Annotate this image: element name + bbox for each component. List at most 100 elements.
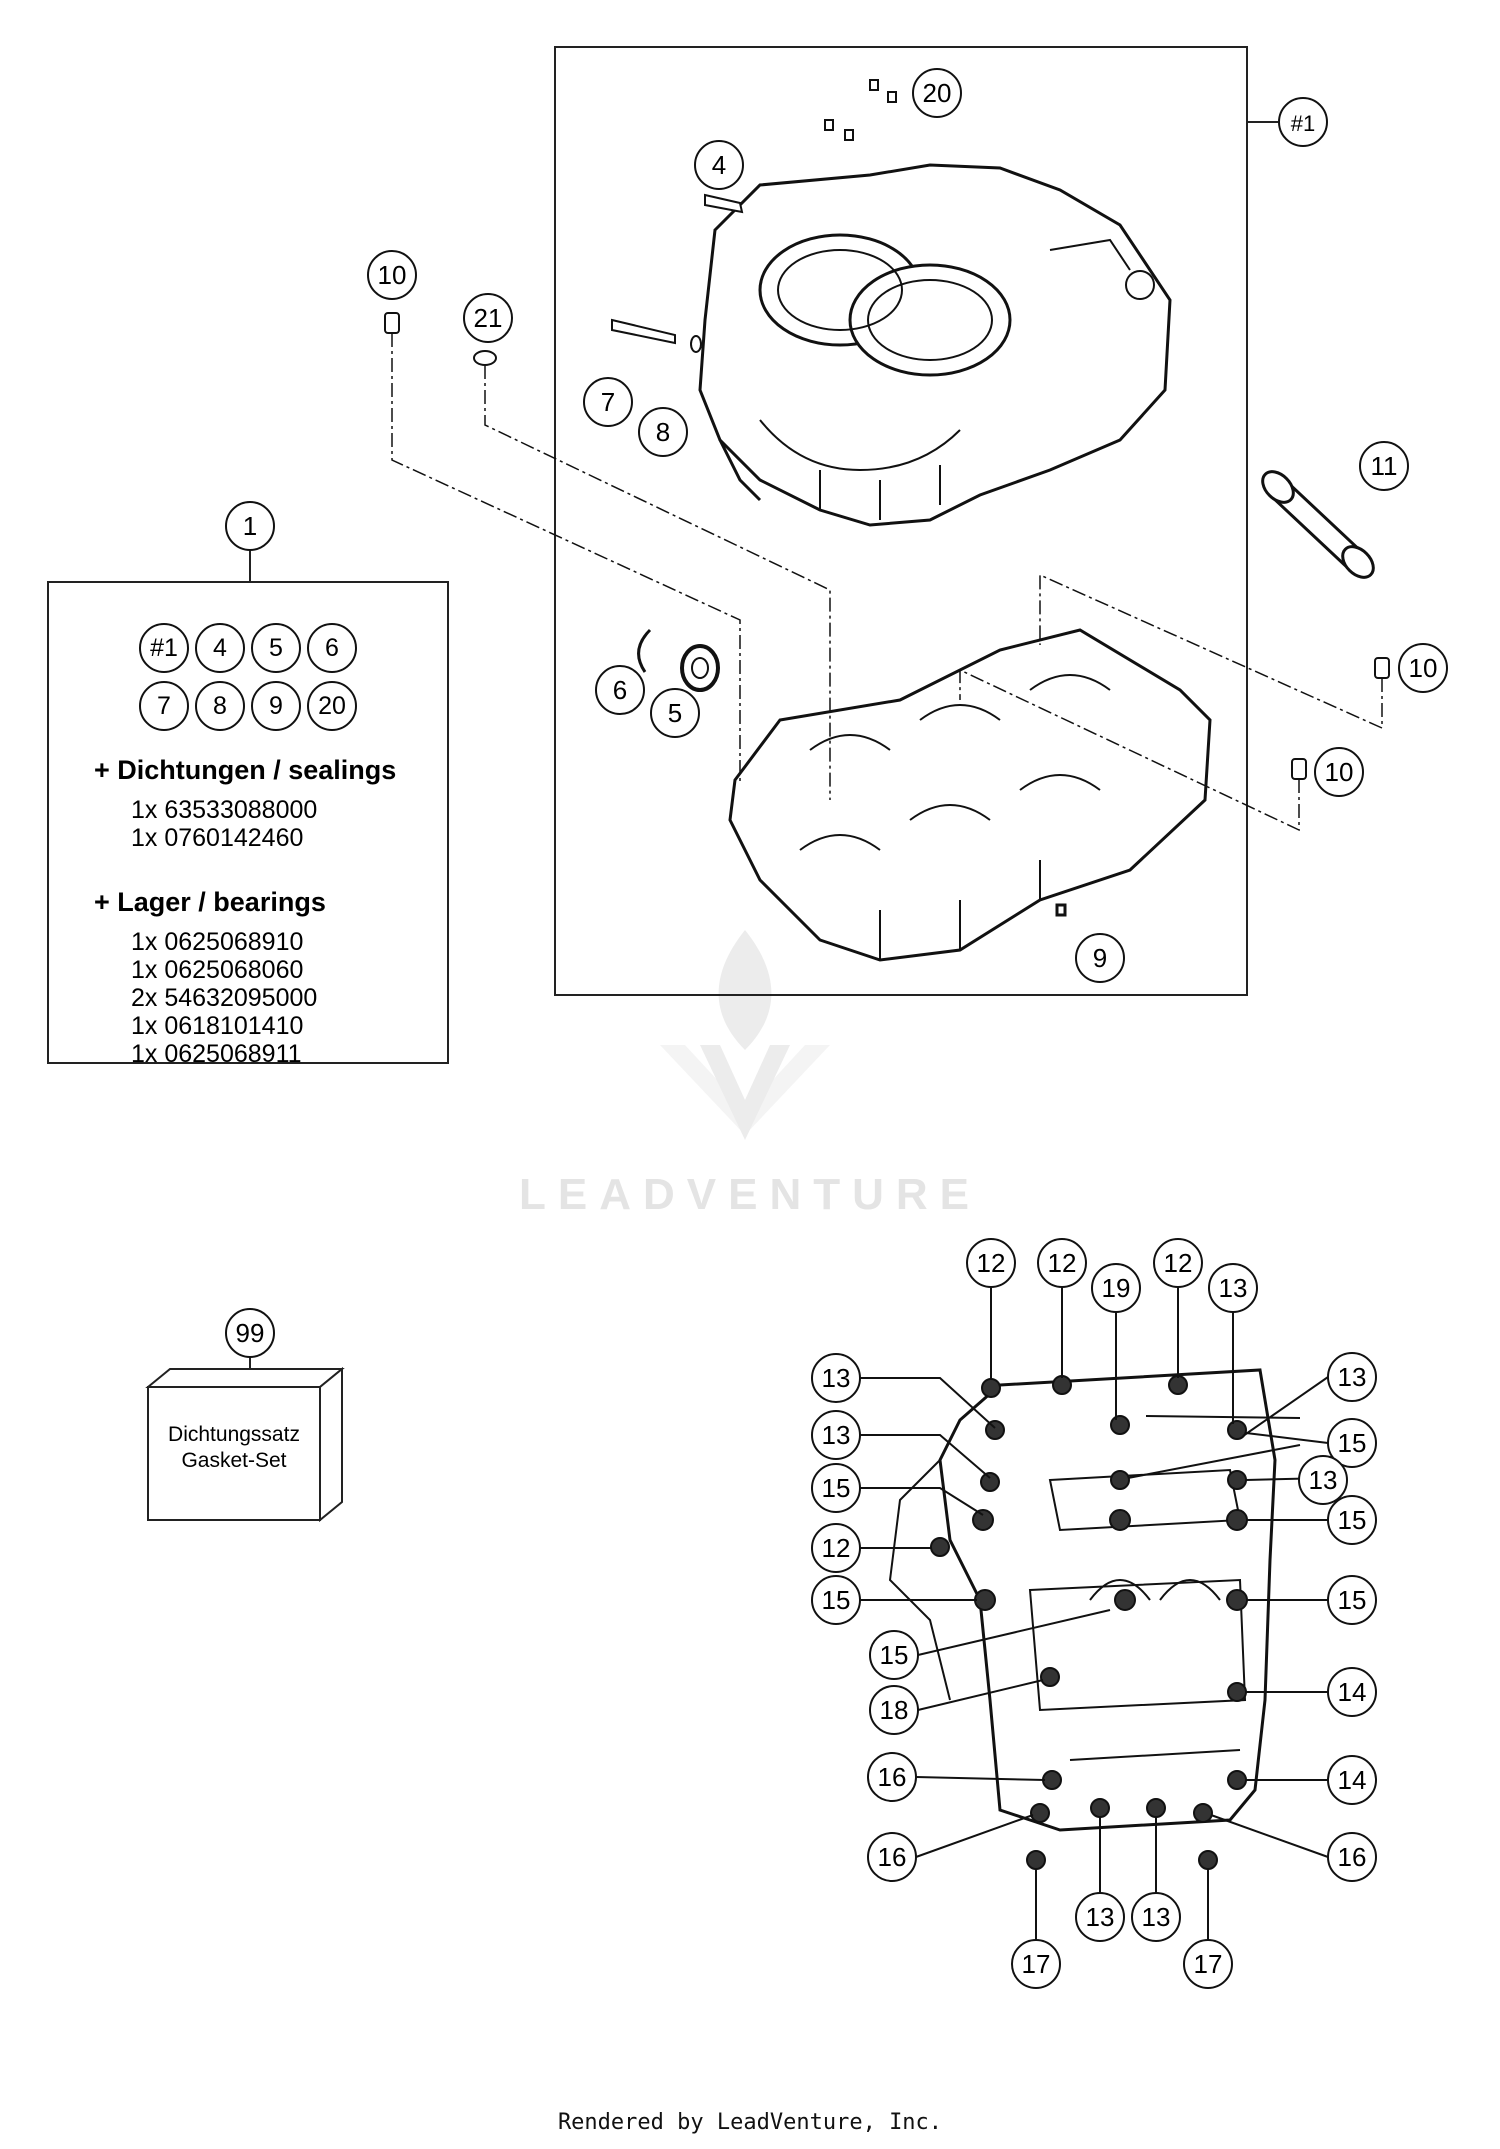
callout-15b: 15 [811,1463,861,1513]
callout-5: 5 [650,688,700,738]
svg-text:13: 13 [1338,1362,1367,1392]
gasket-label-en: Gasket-Set [181,1449,287,1472]
svg-text:12: 12 [1048,1248,1077,1278]
callout-16b: 16 [867,1832,917,1882]
svg-text:#1: #1 [1291,111,1315,136]
callout-20: 20 [912,68,962,118]
svg-text:4: 4 [712,150,726,180]
gasket-set-label: Dichtungssatz Gasket-Set [148,1422,320,1474]
callout-12a: 12 [966,1238,1016,1288]
callout-99: 99 [225,1308,275,1358]
callout-14b: 14 [1327,1755,1377,1805]
callout-circles: 20 #1 4 10 21 7 8 11 1 6 5 10 10 9 99 12… [225,68,1448,1989]
callout-10c: 10 [1314,747,1364,797]
kit-item: 6 [307,623,357,673]
callout-15f: 15 [869,1630,919,1680]
callout-13e: 13 [1298,1455,1348,1505]
kit-contents-box: #1 4 5 6 7 8 9 20 + Dichtungen / sealing… [47,581,449,1068]
svg-text:15: 15 [1338,1585,1367,1615]
callout-11: 11 [1359,441,1409,491]
svg-text:15: 15 [1338,1428,1367,1458]
callout-1: 1 [225,501,275,551]
callout-15d: 15 [811,1575,861,1625]
callout-19: 19 [1091,1263,1141,1313]
svg-text:14: 14 [1338,1677,1367,1707]
callout-13b: 13 [811,1353,861,1403]
lower-crankcase-drawing [728,628,1212,962]
kit-row-1: #1 4 5 6 [49,623,447,673]
bearing-line: 1x 0625068910 [131,928,304,956]
svg-text:17: 17 [1194,1949,1223,1979]
bearings-heading: + Lager / bearings [94,887,326,917]
bearing-and-ring [637,628,720,692]
callout-10a: 10 [367,250,417,300]
dashed-leader-lines [391,333,1383,832]
svg-text:16: 16 [878,1842,907,1872]
svg-text:17: 17 [1022,1949,1051,1979]
svg-text:10: 10 [378,260,407,290]
leadventure-logo-watermark [660,930,830,1140]
svg-text:13: 13 [822,1420,851,1450]
upper-crankcase-drawing [698,163,1172,527]
callout-18: 18 [869,1685,919,1735]
svg-text:19: 19 [1102,1273,1131,1303]
sealings-heading: + Dichtungen / sealings [94,755,397,785]
crankcase-bottom-view [888,1368,1277,1832]
svg-text:16: 16 [1338,1842,1367,1872]
svg-text:7: 7 [601,387,615,417]
sealing-line: 1x 63533088000 [131,796,318,824]
callout-8: 8 [638,407,688,457]
bearing-line: 1x 0618101410 [131,1012,304,1040]
svg-text:13: 13 [1309,1465,1338,1495]
svg-text:10: 10 [1409,653,1438,683]
svg-text:99: 99 [236,1318,265,1348]
svg-text:15: 15 [822,1473,851,1503]
callout-13a: 13 [1208,1263,1258,1313]
svg-text:8: 8 [656,417,670,447]
callout-6: 6 [595,665,645,715]
sealing-line: 1x 0760142460 [131,824,304,852]
svg-text:6: 6 [613,675,627,705]
callout-13c: 13 [1327,1352,1377,1402]
gasket-set-box [145,1366,345,1523]
svg-text:12: 12 [822,1533,851,1563]
svg-text:13: 13 [1142,1902,1171,1932]
svg-text:5: 5 [668,698,682,728]
svg-text:15: 15 [1338,1505,1367,1535]
kit-row-2: 7 8 9 20 [49,681,447,731]
kit-item: 8 [195,681,245,731]
callout-12d: 12 [811,1523,861,1573]
engine-case-frame [554,46,1248,996]
bearing-line: 1x 0625068911 [131,1040,302,1068]
footer-credit: Rendered by LeadVenture, Inc. [557,2110,943,2135]
bottom-view-leaders [860,1287,1329,1940]
screw-parts [611,79,897,353]
svg-text:12: 12 [1164,1248,1193,1278]
callout-13g: 13 [1131,1892,1181,1942]
kit-item: 5 [251,623,301,673]
svg-text:13: 13 [1086,1902,1115,1932]
bearing-line: 2x 54632095000 [131,984,318,1012]
svg-text:12: 12 [977,1248,1006,1278]
callout-15c: 15 [1327,1495,1377,1545]
callout-15a: 15 [1327,1418,1377,1468]
callout-17a: 17 [1011,1939,1061,1989]
callout-13d: 13 [811,1410,861,1460]
tube-part [1261,470,1375,579]
watermark-text: LEADVENTURE [518,1170,982,1219]
gasket-label-de: Dichtungssatz [168,1423,300,1446]
callout-assembly-1: #1 [1278,97,1328,147]
callout-14a: 14 [1327,1667,1377,1717]
svg-text:9: 9 [1093,943,1107,973]
callout-9: 9 [1075,933,1125,983]
bearing-line: 1x 0625068060 [131,956,304,984]
callout-17b: 17 [1183,1939,1233,1989]
svg-text:16: 16 [878,1762,907,1792]
svg-text:20: 20 [923,78,952,108]
callout-12c: 12 [1153,1238,1203,1288]
callout-7: 7 [583,377,633,427]
svg-text:1: 1 [243,511,257,541]
svg-text:13: 13 [822,1363,851,1393]
svg-text:14: 14 [1338,1765,1367,1795]
